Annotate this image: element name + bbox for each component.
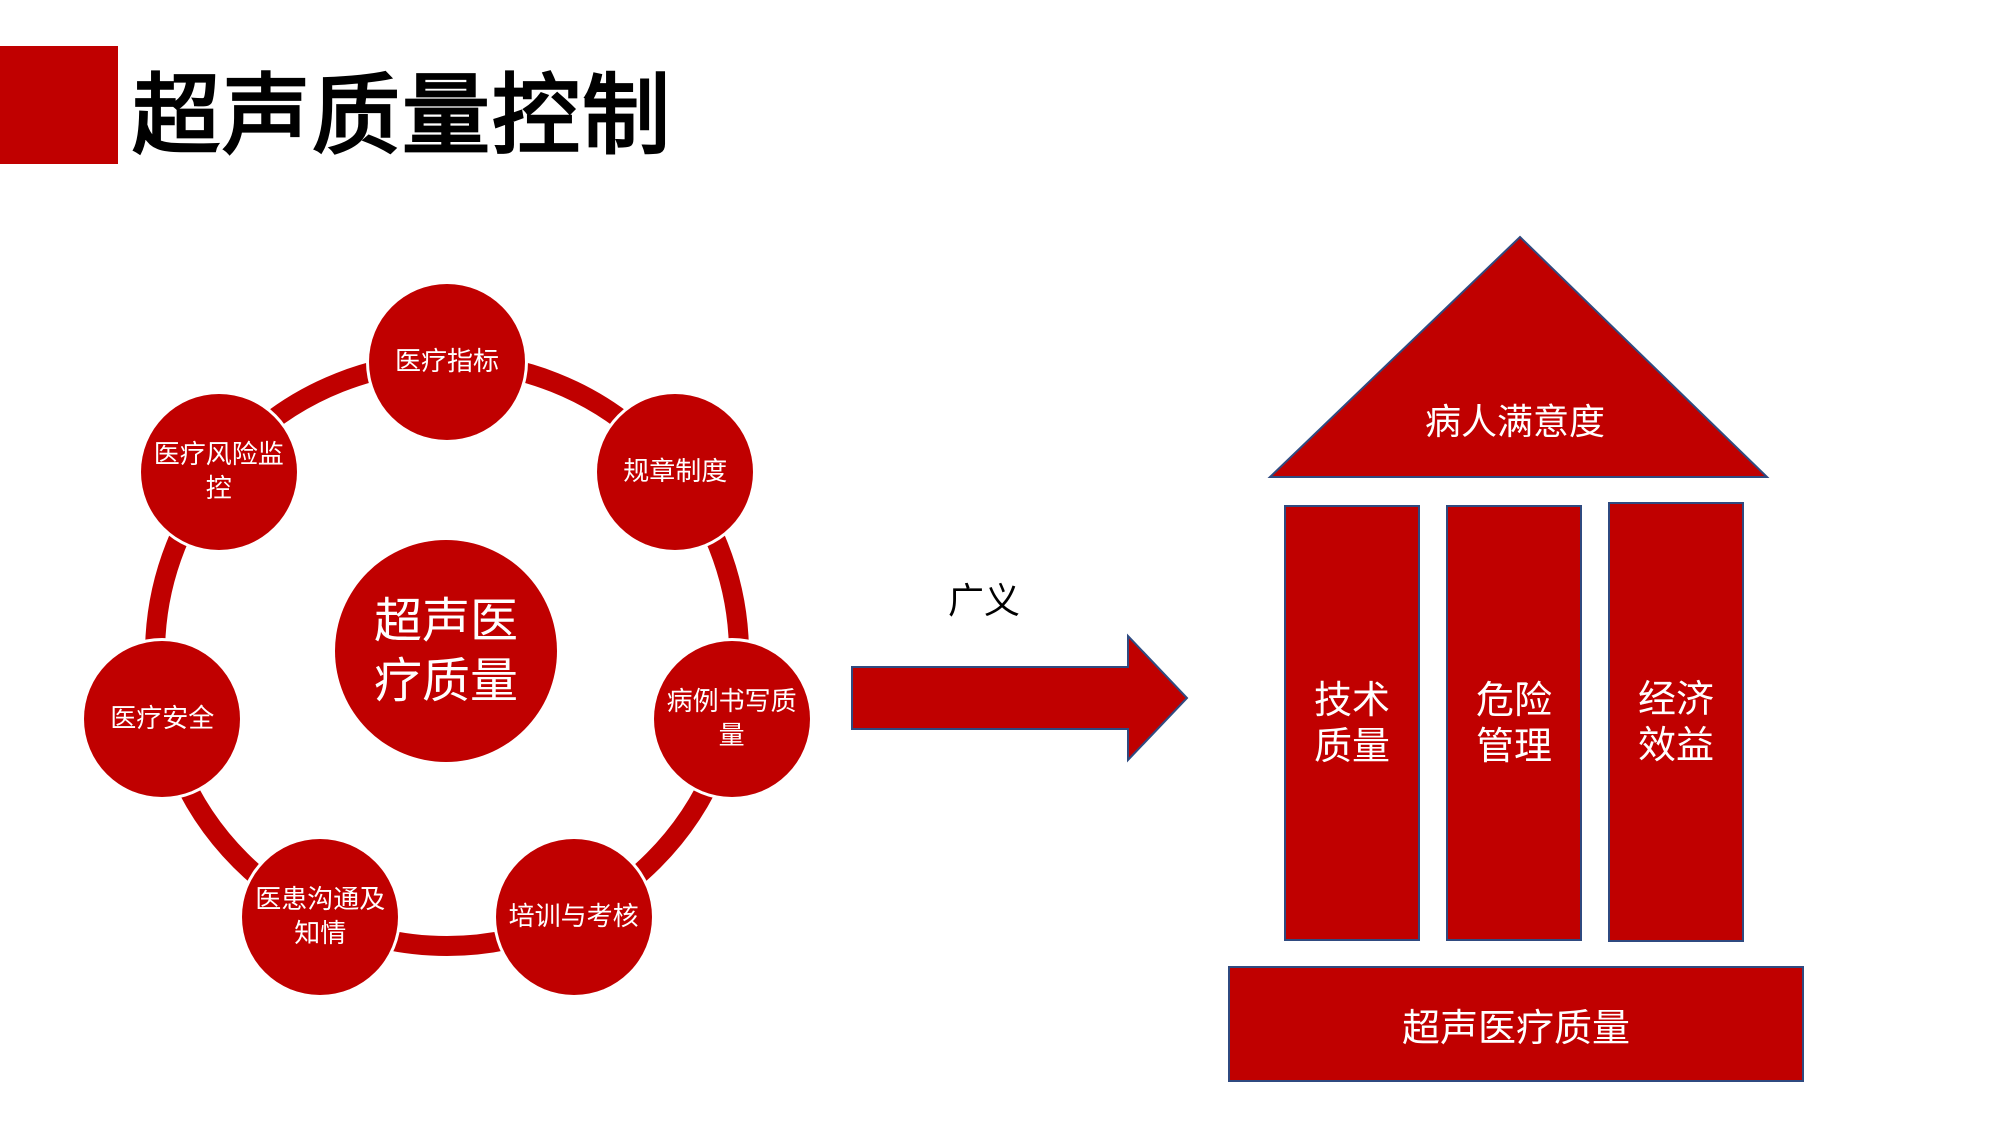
cycle-center-node: 超声医疗质量 [335, 540, 557, 762]
cycle-node: 病例书写质量 [653, 640, 810, 797]
page-title: 超声质量控制 [132, 63, 673, 167]
title-accent-block [0, 46, 118, 164]
cycle-node: 培训与考核 [495, 839, 652, 996]
arrow-label: 广义 [948, 581, 1021, 622]
house-roof [1267, 235, 1770, 478]
house-base: 超声医疗质量 [1228, 966, 1804, 1082]
house-pillar: 经济效益 [1608, 502, 1744, 942]
house-roof-label: 病人满意度 [1424, 402, 1605, 443]
right-arrow-icon [851, 633, 1189, 763]
cycle-node: 医疗安全 [84, 640, 241, 797]
cycle-node: 医疗指标 [369, 284, 525, 440]
cycle-node: 规章制度 [597, 393, 754, 550]
house-pillar: 危险管理 [1446, 505, 1582, 941]
cycle-node: 医患沟通及知情 [242, 839, 399, 996]
house-pillar: 技术质量 [1284, 505, 1420, 941]
cycle-node: 医疗风险监控 [140, 393, 297, 550]
